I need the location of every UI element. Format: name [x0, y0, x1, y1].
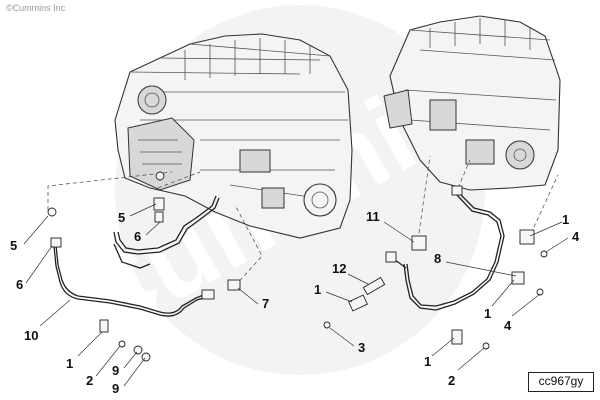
callout-1: 1 [562, 212, 570, 227]
callout-10: 10 [24, 328, 39, 343]
callout-1: 1 [66, 356, 74, 371]
fitting-11 [411, 235, 427, 251]
callout-12: 12 [332, 261, 347, 276]
clamp-1-lower-right [451, 329, 463, 345]
bolt-3 [323, 321, 331, 329]
tube-assembly-8 [385, 185, 505, 311]
callout-1: 1 [314, 282, 322, 297]
callout-11: 11 [366, 209, 380, 224]
callout-1: 1 [424, 354, 432, 369]
clamp-1-upper-right [519, 229, 535, 245]
bracket-12 [362, 276, 386, 296]
tube-assembly-10 [50, 237, 215, 333]
spacer-1-center [348, 294, 368, 312]
copyright-notice: ©Cummins Inc [6, 3, 66, 13]
callout-9: 9 [112, 363, 120, 378]
tube-8-top-nut [451, 185, 463, 196]
callout-8: 8 [434, 251, 442, 266]
tube-10-end-nut [201, 289, 215, 300]
right-hardware [47, 171, 548, 362]
callout-2: 2 [448, 373, 456, 388]
leader-lines [23, 203, 569, 387]
callout-1: 1 [484, 306, 492, 321]
clamp-1-middle-right [511, 271, 525, 285]
callout-5: 5 [10, 238, 18, 253]
figure-id-label: cc967gy [528, 372, 594, 392]
callout-2: 2 [86, 373, 94, 388]
fitting-7 [227, 279, 241, 291]
dashed-attachment-lines [47, 155, 559, 287]
engine-right [383, 15, 561, 191]
fitting-6-upper [154, 211, 164, 223]
callout-6: 6 [16, 277, 24, 292]
callout-6: 6 [134, 229, 142, 244]
callout-3: 3 [358, 340, 366, 355]
callout-7: 7 [262, 296, 270, 311]
fitting-6-left [50, 237, 62, 248]
tube-8-lower-nut [385, 251, 397, 263]
callout-4: 4 [504, 318, 512, 333]
callout-9: 9 [112, 381, 120, 396]
callout-5: 5 [118, 210, 126, 225]
callout-4: 4 [572, 229, 580, 244]
tube-assembly-upper [113, 195, 220, 269]
engine-left [114, 33, 353, 239]
clamp-1-left [99, 319, 109, 333]
